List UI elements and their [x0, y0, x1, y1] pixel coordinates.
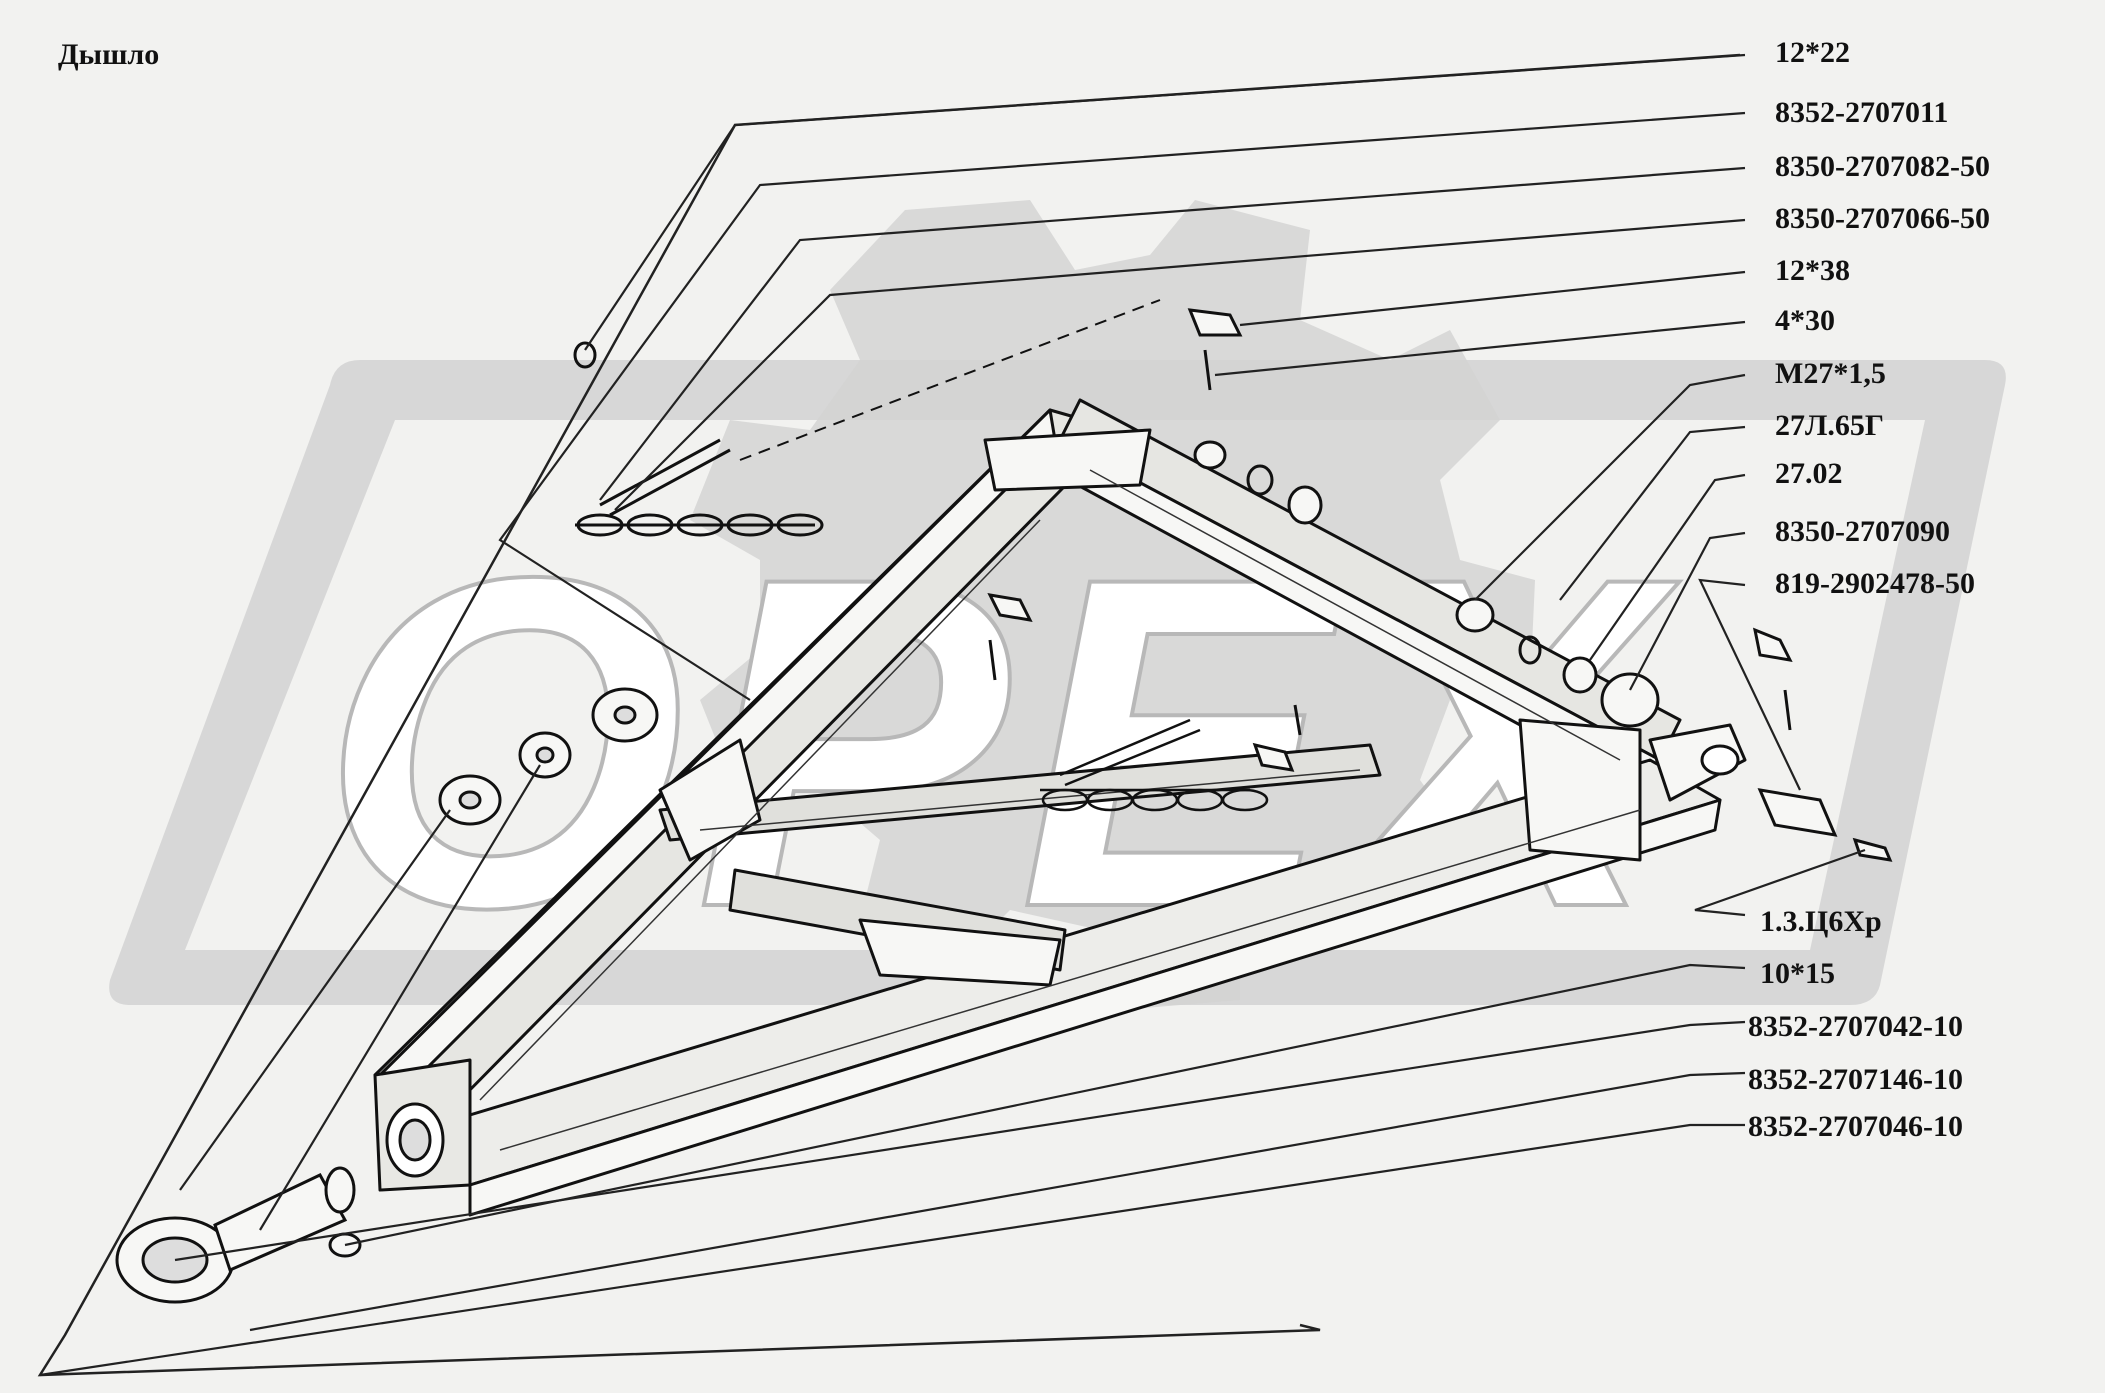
- drawbar-frame: [373, 398, 1747, 1217]
- part-label[interactable]: 8352-2707011: [1775, 96, 1949, 129]
- page-title: Дышло: [58, 38, 160, 71]
- dashed-assembly-line: [739, 299, 1161, 461]
- part-label[interactable]: 4*30: [1775, 304, 1835, 337]
- part-label[interactable]: 8350-2707090: [1775, 515, 1950, 548]
- part-label[interactable]: 819-2902478-50: [1775, 567, 1975, 600]
- part-label[interactable]: 27Л.65Г: [1775, 409, 1884, 442]
- part-label[interactable]: 8350-2707066-50: [1775, 202, 1990, 235]
- part-label[interactable]: 8350-2707082-50: [1775, 150, 1990, 183]
- part-label[interactable]: 8352-2707146-10: [1748, 1063, 1963, 1096]
- part-label[interactable]: 12*22: [1775, 36, 1850, 69]
- part-label[interactable]: 10*15: [1760, 957, 1835, 990]
- part-label[interactable]: 8352-2707042-10: [1748, 1010, 1963, 1043]
- part-label[interactable]: 27.02: [1775, 457, 1843, 490]
- part-label[interactable]: M27*1,5: [1775, 357, 1886, 390]
- leader-lines: [39, 53, 1866, 1377]
- part-label[interactable]: 1.3.Ц6Хр: [1760, 905, 1882, 938]
- part-label[interactable]: 8352-2707046-10: [1748, 1110, 1963, 1143]
- part-label[interactable]: 12*38: [1775, 254, 1850, 287]
- watermark-frame: [109, 360, 2006, 1005]
- loose-parts: [115, 308, 1893, 1304]
